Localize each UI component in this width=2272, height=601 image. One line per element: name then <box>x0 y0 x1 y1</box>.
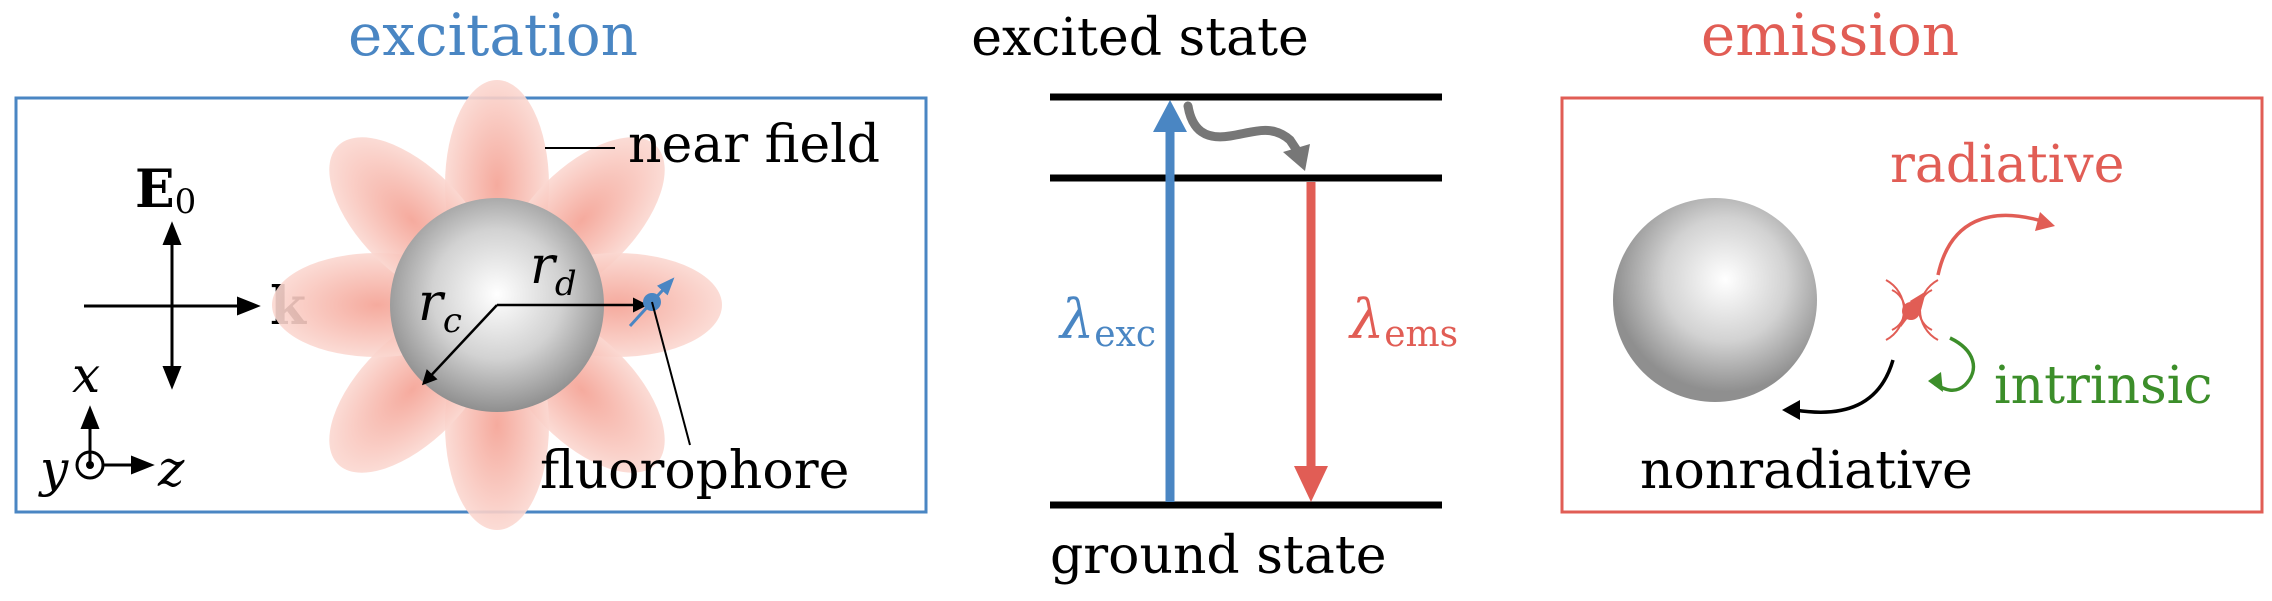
intrinsic-label: intrinsic <box>1994 356 2212 416</box>
emitter-icon <box>1885 279 1939 341</box>
rc-label: rc <box>418 273 462 341</box>
rc-radius-arrow <box>421 304 498 386</box>
emission-frame <box>1560 96 2264 514</box>
emission-nanoparticle-sphere <box>1613 198 1817 402</box>
lambda-exc-label: λexc <box>1058 288 1156 355</box>
z-axis-label: z <box>157 440 185 498</box>
y-axis-label: y <box>38 440 69 498</box>
ground-state-label: ground state <box>1050 526 1387 586</box>
relaxation-squiggle <box>1183 101 1303 157</box>
radiative-arrowhead-icon <box>2035 212 2055 231</box>
fluorophore-label: fluorophore <box>540 441 849 501</box>
nonradiative-label: nonradiative <box>1640 441 1973 501</box>
nonradiative-arrowhead-icon <box>1782 400 1800 420</box>
emission-arrowhead-icon <box>1294 466 1328 502</box>
y-axis-circle-icon <box>75 450 105 480</box>
y-axis-dot-icon <box>86 461 94 469</box>
intrinsic-arrow <box>1934 336 1976 392</box>
excitation-arrowhead-icon <box>1153 100 1187 132</box>
near-field-label: near field <box>628 115 880 175</box>
emission-title: emission <box>1701 1 1959 69</box>
excited-state-label: excited state <box>971 8 1309 68</box>
radiative-label: radiative <box>1890 135 2124 195</box>
e0-label: E0 <box>135 159 196 222</box>
relaxation-arrowhead-icon <box>1283 144 1310 171</box>
excitation-title: excitation <box>348 1 638 69</box>
nonradiative-arrow <box>1794 359 1895 414</box>
radiative-arrow <box>1936 213 2046 276</box>
rd-label: rd <box>530 236 577 304</box>
lambda-ems-label: λems <box>1348 288 1458 355</box>
intrinsic-arrowhead-icon <box>1928 372 1943 392</box>
x-axis-label: x <box>72 346 100 404</box>
fluorophore-pointer-line <box>651 301 691 446</box>
